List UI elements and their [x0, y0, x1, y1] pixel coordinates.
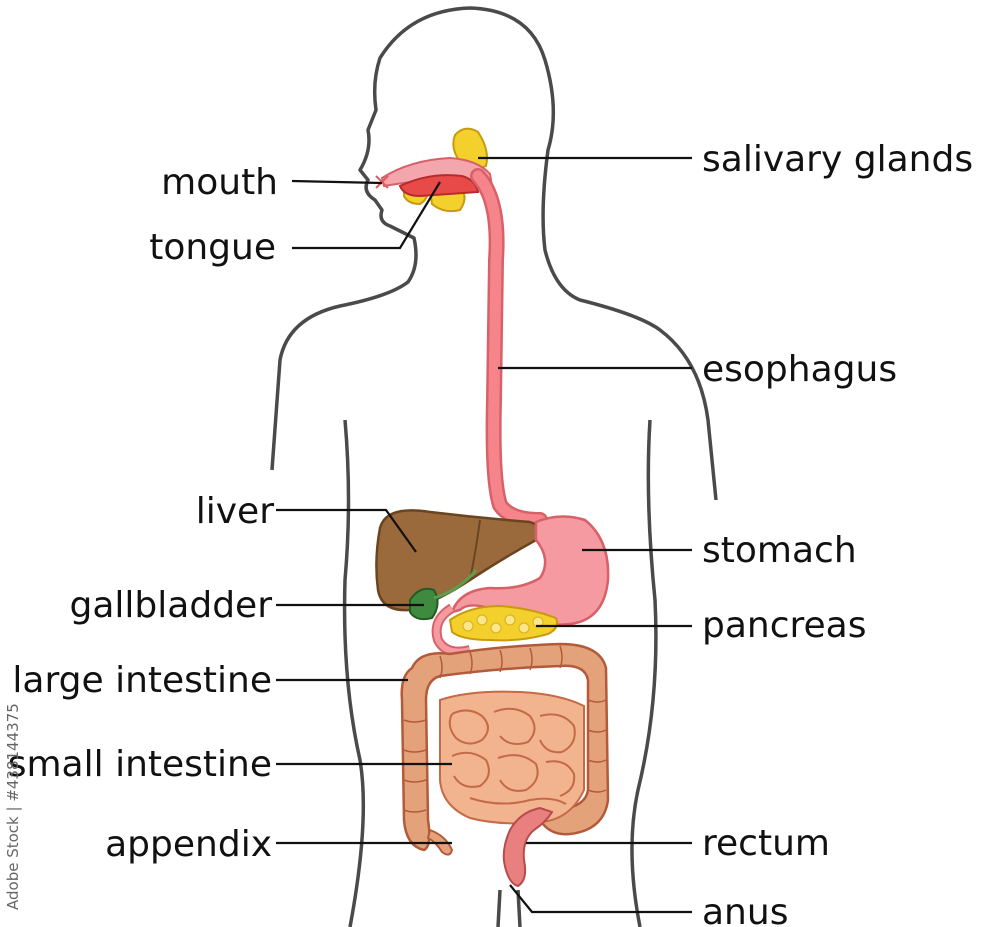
pancreas-shape: [448, 604, 558, 642]
liver-shape: [375, 509, 543, 612]
rectum-shape: [502, 806, 554, 888]
left-torso-line: [342, 419, 366, 927]
label-esophagus: esophagus: [702, 349, 898, 390]
small-intestine-shape: [439, 690, 585, 825]
leader-mouth: [291, 179, 383, 185]
pancreas-texture: [462, 614, 544, 634]
label-salivary-glands: salivary glands: [702, 139, 974, 180]
label-rectum: rectum: [702, 823, 830, 864]
label-anus: anus: [702, 892, 789, 927]
colon-shape: [400, 642, 610, 852]
duodenum-fill: [433, 605, 471, 655]
body-outline: [270, 6, 718, 501]
esophagus-tube: [470, 168, 548, 528]
label-liver: liver: [195, 491, 274, 532]
leg-gap-line-left: [496, 889, 502, 927]
label-tongue: tongue: [149, 227, 276, 268]
label-stomach: stomach: [702, 530, 857, 571]
label-mouth: mouth: [161, 162, 278, 203]
label-pancreas: pancreas: [702, 605, 867, 646]
leader-liver: [276, 508, 417, 553]
leader-anus: [509, 884, 692, 914]
label-large-intestine: large intestine: [12, 660, 272, 701]
esophagus-fill: [472, 170, 546, 526]
bile-duct: [433, 569, 478, 600]
right-torso-line: [630, 419, 658, 927]
label-small-intestine: small intestine: [7, 744, 272, 785]
stock-watermark: Adobe Stock | #438144375: [0, 690, 28, 910]
colon-haustra: [403, 645, 607, 813]
stock-id-text: Adobe Stock | #438144375: [4, 703, 22, 910]
small-intestine-coils: [448, 707, 576, 805]
leader-tongue: [292, 181, 441, 250]
label-appendix: appendix: [105, 824, 272, 865]
leader-lines: [276, 156, 692, 914]
label-gallbladder: gallbladder: [69, 585, 272, 626]
